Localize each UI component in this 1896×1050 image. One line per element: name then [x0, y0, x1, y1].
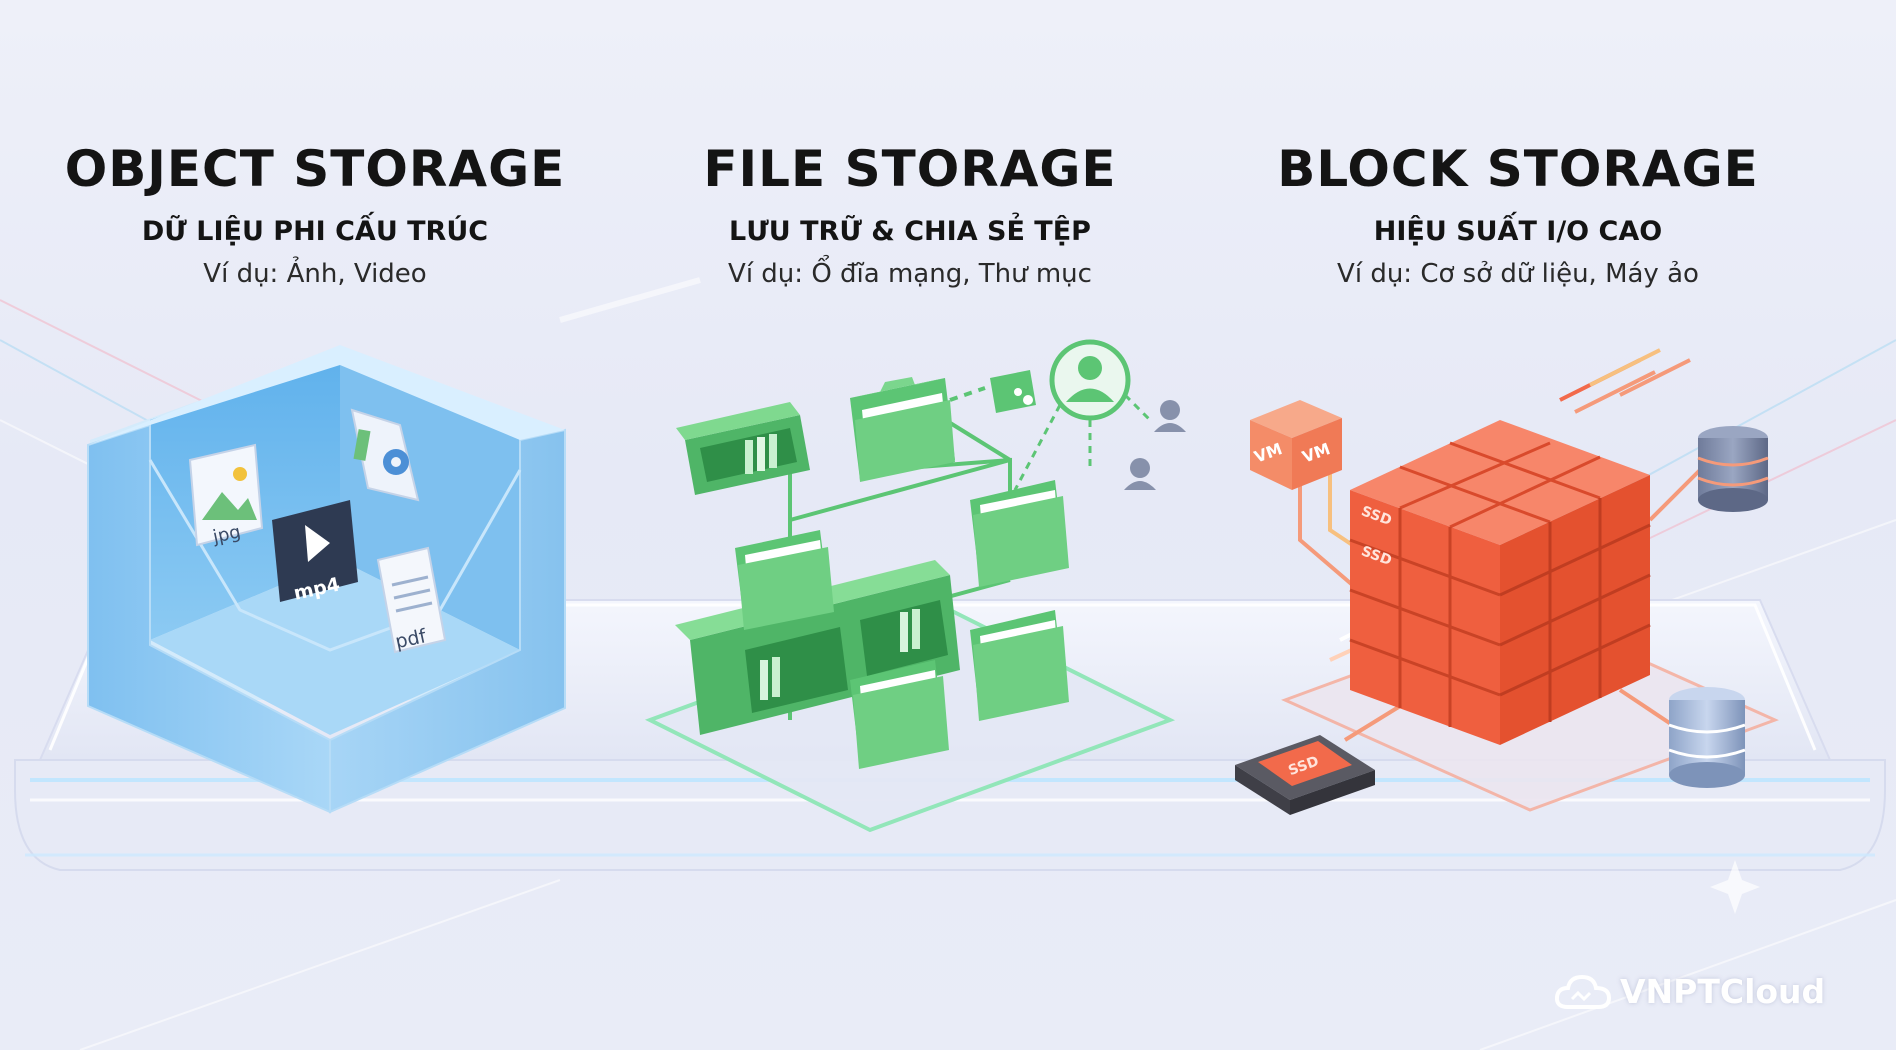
- shared-folder-icon: [990, 370, 1036, 413]
- brand-logo: VNPTCloud: [1554, 972, 1825, 1011]
- speed-arrows-icon: [1559, 348, 1691, 414]
- database-icon-dark: [1697, 426, 1769, 512]
- file-storage-example: Ví dụ: Ổ đĩa mạng, Thư mục: [728, 259, 1092, 289]
- block-storage-column: BLOCK STORAGE HIỆU SUẤT I/O CAO Ví dụ: C…: [1208, 135, 1828, 291]
- gear-file-icon: [350, 408, 420, 502]
- object-storage-title: OBJECT STORAGE: [64, 140, 566, 198]
- file-storage-column: FILE STORAGE LƯU TRỮ & CHIA SẺ TỆP Ví dụ…: [600, 135, 1220, 291]
- block-storage-example: Ví dụ: Cơ sở dữ liệu, Máy ảo: [1337, 259, 1699, 289]
- folder-icon-bottom-right: [970, 610, 1069, 721]
- folder-icon-right: [970, 480, 1069, 587]
- database-icon-light: [1668, 687, 1746, 788]
- folder-icon-left: [735, 530, 834, 630]
- green-shelf-icon: [676, 402, 810, 495]
- folder-icon-top: [850, 377, 955, 482]
- block-storage-title: BLOCK STORAGE: [1277, 140, 1759, 198]
- cloud-icon: [1554, 974, 1612, 1009]
- ssd-chip-icon: SSD: [1235, 735, 1375, 815]
- jpg-file-icon: jpg: [188, 443, 264, 548]
- mp4-file-icon: mp4: [272, 500, 358, 605]
- object-storage-example: Ví dụ: Ảnh, Video: [203, 259, 427, 289]
- file-storage-subtitle: LƯU TRỮ & CHIA SẺ TỆP: [729, 216, 1091, 247]
- object-storage-column: OBJECT STORAGE DỮ LIỆU PHI CẤU TRÚC Ví d…: [5, 135, 625, 291]
- brand-name: VNPTCloud: [1620, 972, 1826, 1011]
- sparkle-icon: [1710, 860, 1760, 914]
- folder-icon-bottom: [850, 660, 949, 769]
- block-cube-icon: SSD SSD: [1349, 420, 1651, 745]
- vm-cube-icon: VM VM: [1250, 400, 1342, 490]
- block-storage-subtitle: HIỆU SUẤT I/O CAO: [1373, 216, 1663, 247]
- user-share-icons: [1013, 339, 1186, 491]
- object-storage-subtitle: DỮ LIỆU PHI CẤU TRÚC: [141, 216, 489, 247]
- file-storage-title: FILE STORAGE: [703, 140, 1117, 198]
